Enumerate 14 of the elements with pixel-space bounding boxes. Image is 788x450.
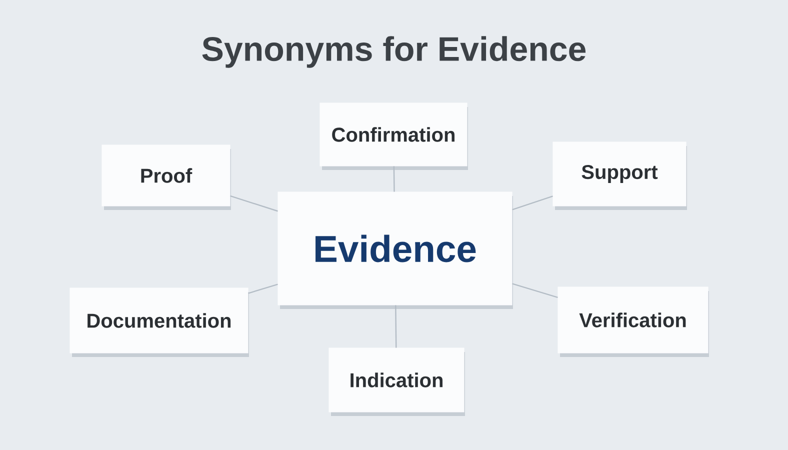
central-card: Evidence (278, 192, 513, 309)
connector-line (395, 305, 397, 348)
connector-line (393, 166, 395, 192)
word-card: Proof (102, 144, 231, 210)
connector-line (512, 283, 558, 298)
word-card: Documentation (70, 288, 249, 357)
title: Synonyms for Evidence (202, 36, 586, 68)
word-card: Indication (328, 348, 465, 416)
connector-line (512, 196, 553, 210)
word-card: Support (552, 142, 687, 210)
word-card: Confirmation (320, 102, 468, 170)
connector-line (248, 284, 278, 294)
connector-line (230, 195, 278, 212)
word-card: Verification (558, 286, 709, 357)
